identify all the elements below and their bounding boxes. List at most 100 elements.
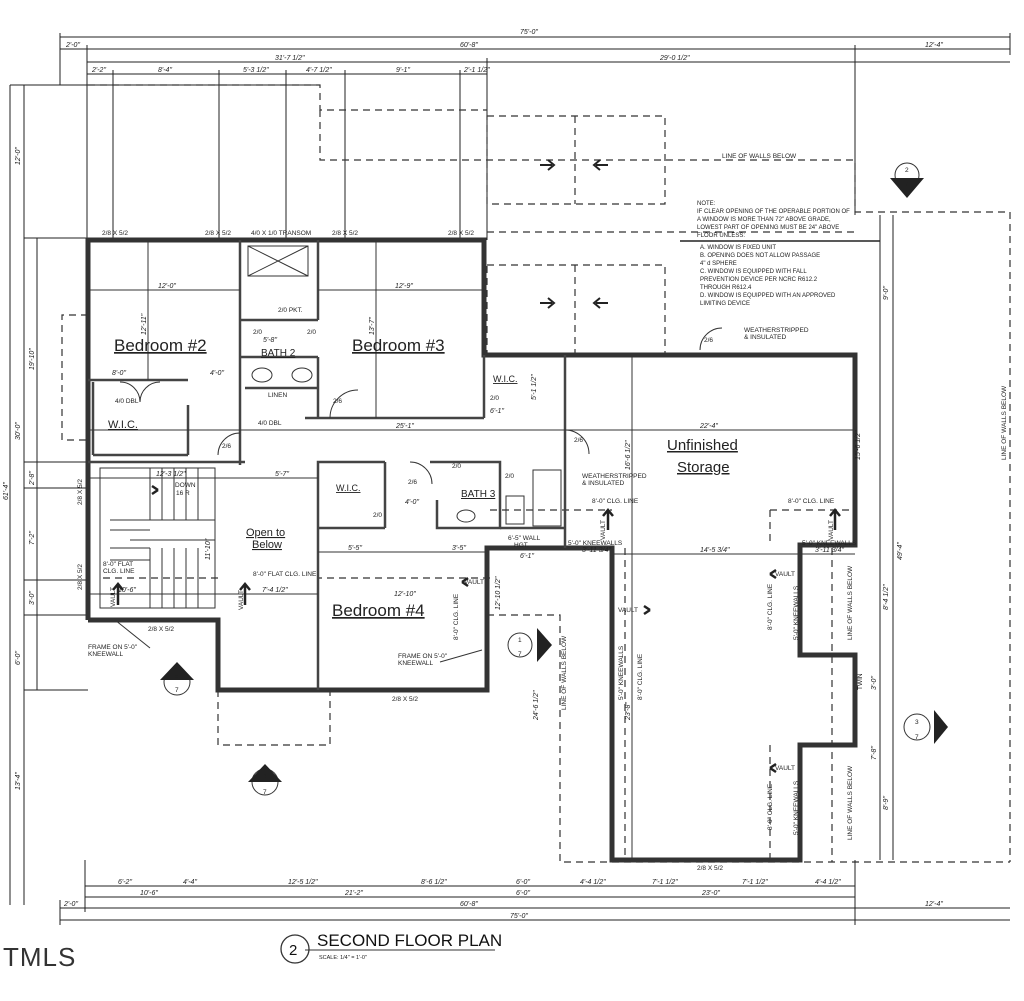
annotation: FRAME ON 5'-0" (88, 644, 138, 651)
vault-arrows (112, 159, 841, 774)
marker-number: 1 (518, 637, 522, 644)
annotations: LINE OF WALLS BELOW LINE OF WALLS BELOW … (88, 153, 1008, 840)
drawing-title-text: SECOND FLOOR PLAN (317, 931, 502, 950)
annotation: WEATHERSTRIPPED (744, 327, 809, 334)
exterior-walls (85, 237, 858, 863)
window-labels: 2/8 X 5/2 2/8 X 5/2 2/8 X 5/2 2/8 X 5/2 … (77, 230, 723, 872)
interior-dimensions (88, 240, 855, 860)
annotation: 6'-5" WALL (508, 535, 541, 542)
annotation: 8'-0" CLG. LINE (453, 593, 460, 640)
section-marker-1: 1 7 (507, 628, 552, 662)
annotation: 8'-0" CLG. LINE (767, 783, 774, 830)
annotation: LINE OF WALLS BELOW (561, 635, 568, 710)
room-bedroom-4: Bedroom #4 (332, 601, 425, 620)
note-line: A WINDOW IS MORE THAN 72" ABOVE GRADE, (697, 217, 831, 223)
annotation: 8'-0" CLG. LINE (767, 583, 774, 630)
arrow-icon (151, 484, 159, 496)
dim-text: 29'-0 1/2" (659, 55, 690, 62)
dim-text: 4'-4 1/2" (815, 879, 841, 886)
dim-text: 22'-4" (699, 423, 718, 430)
door-label: 2/0 (505, 473, 514, 480)
dim-text: 16'-6 1/2" (625, 440, 632, 470)
dim-text: 2'-0" (63, 901, 78, 908)
annotation: VAULT (110, 587, 117, 607)
open-to-below-1: Open to (246, 527, 285, 539)
room-wic-2: W.I.C. (108, 419, 138, 431)
dim-text: 12'-3 1/2" (156, 471, 186, 478)
dim-text: 4'-7 1/2" (306, 67, 332, 74)
dim-text: 13'-7" (369, 317, 376, 335)
annotation: VAULT (238, 590, 245, 610)
dim-text: 3'-11 3/4" (582, 547, 612, 554)
top-dimensions: 75'-0" 2'-0" 60'-8" 12'-4" 31'-7 1/2" 29… (59, 29, 1011, 240)
dim-text: 21'-2" (344, 890, 363, 897)
dim-text: 8'-4" (158, 67, 172, 74)
window-label: 2/8 X 5/2 (332, 230, 358, 237)
door-label: 2/6 (333, 398, 342, 405)
marker-number: 5 (175, 673, 179, 680)
marker-sheet: 7 (518, 651, 522, 658)
door-label: 2/6 (222, 443, 231, 450)
dim-text: 49'-4" (897, 542, 904, 560)
room-labels: Bedroom #2 Bedroom #3 Bedroom #4 BATH 2 … (108, 336, 738, 620)
dim-text: 7'-2" (29, 531, 36, 545)
annotation: 8'-0" FLAT CLG. LINE (253, 571, 317, 578)
dim-text: 2'-2" (91, 67, 106, 74)
walls-below-dashed (61, 84, 1011, 863)
door-label: 2/0 (452, 463, 461, 470)
note-line: C. WINDOW IS EQUIPPED WITH FALL (700, 269, 807, 275)
dim-text: 6'-0" (516, 879, 530, 886)
door-label: 4/0 DBL (258, 420, 282, 427)
stair-treads (110, 468, 199, 608)
stair-risers-label: 16 R (176, 490, 190, 497)
room-bath-3: BATH 3 (461, 489, 496, 500)
section-marker-2: 2 7 (890, 162, 924, 198)
dim-text: 8'-0" (112, 370, 126, 377)
dim-text: 5'-7" (275, 471, 289, 478)
note-line: LOWEST PART OF OPENING MUST BE 24" ABOVE (697, 225, 839, 231)
dim-text: 9'-1" (396, 67, 410, 74)
window-label: 2/8 X 5/2 (205, 230, 231, 237)
dim-text: 2'-0" (65, 42, 80, 49)
arrow-icon (112, 582, 124, 605)
dim-text: 6'-2" (118, 879, 132, 886)
dim-text: 7'-4 1/2" (262, 587, 288, 594)
dim-text: 3'-11 3/4" (815, 547, 845, 554)
dim-text: 23'-0" (701, 890, 720, 897)
dim-text: 4'-4 1/2" (580, 879, 606, 886)
window-note: NOTE: IF CLEAR OPENING OF THE OPERABLE P… (680, 201, 880, 307)
annotation: 8'-0" CLG. LINE (592, 498, 639, 505)
arrow-icon (461, 576, 469, 588)
dim-text: 6'-0" (15, 651, 22, 665)
dim-text: 25'-1" (395, 423, 414, 430)
pocket-door-label: 2/0 PKT. (278, 307, 303, 314)
dim-text: 11'-10" (205, 538, 212, 560)
drawing-scale: SCALE: 1/4" = 1'-0" (319, 955, 367, 961)
annotation: 5'-0" KNEEWALLS (793, 780, 800, 835)
dim-text: 10'-6" (118, 587, 136, 594)
dim-text: 6'-1" (520, 553, 534, 560)
open-to-below-2: Below (252, 539, 282, 551)
annotation: LINE OF WALLS BELOW (722, 153, 797, 160)
dim-text: 12'-4" (925, 901, 943, 908)
arrow-icon (769, 762, 777, 774)
annotation: TWIN (857, 673, 864, 690)
dim-text: 12'-5 1/2" (288, 879, 318, 886)
annotation: & INSULATED (744, 334, 786, 341)
arrow-icon (592, 159, 608, 171)
marker-sheet: 7 (905, 181, 909, 188)
window-label: 2/8 X 5/2 (102, 230, 128, 237)
arrow-icon (592, 297, 608, 309)
room-bath-2: BATH 2 (261, 348, 296, 359)
annotation: HGT. (514, 542, 529, 549)
dim-text: 5'-1 1/2" (531, 374, 538, 400)
note-line: A. WINDOW IS FIXED UNIT (700, 245, 776, 251)
dim-text: 12'-0" (15, 147, 22, 165)
arrow-icon (540, 297, 556, 309)
door-label: 2/0 (253, 329, 262, 336)
dim-text: 14'-5 3/4" (700, 547, 730, 554)
annotation: CLG. LINE (103, 568, 135, 575)
annotation: 5'-0" KNEEWALLS (802, 540, 857, 547)
dim-text: 10'-6" (140, 890, 158, 897)
